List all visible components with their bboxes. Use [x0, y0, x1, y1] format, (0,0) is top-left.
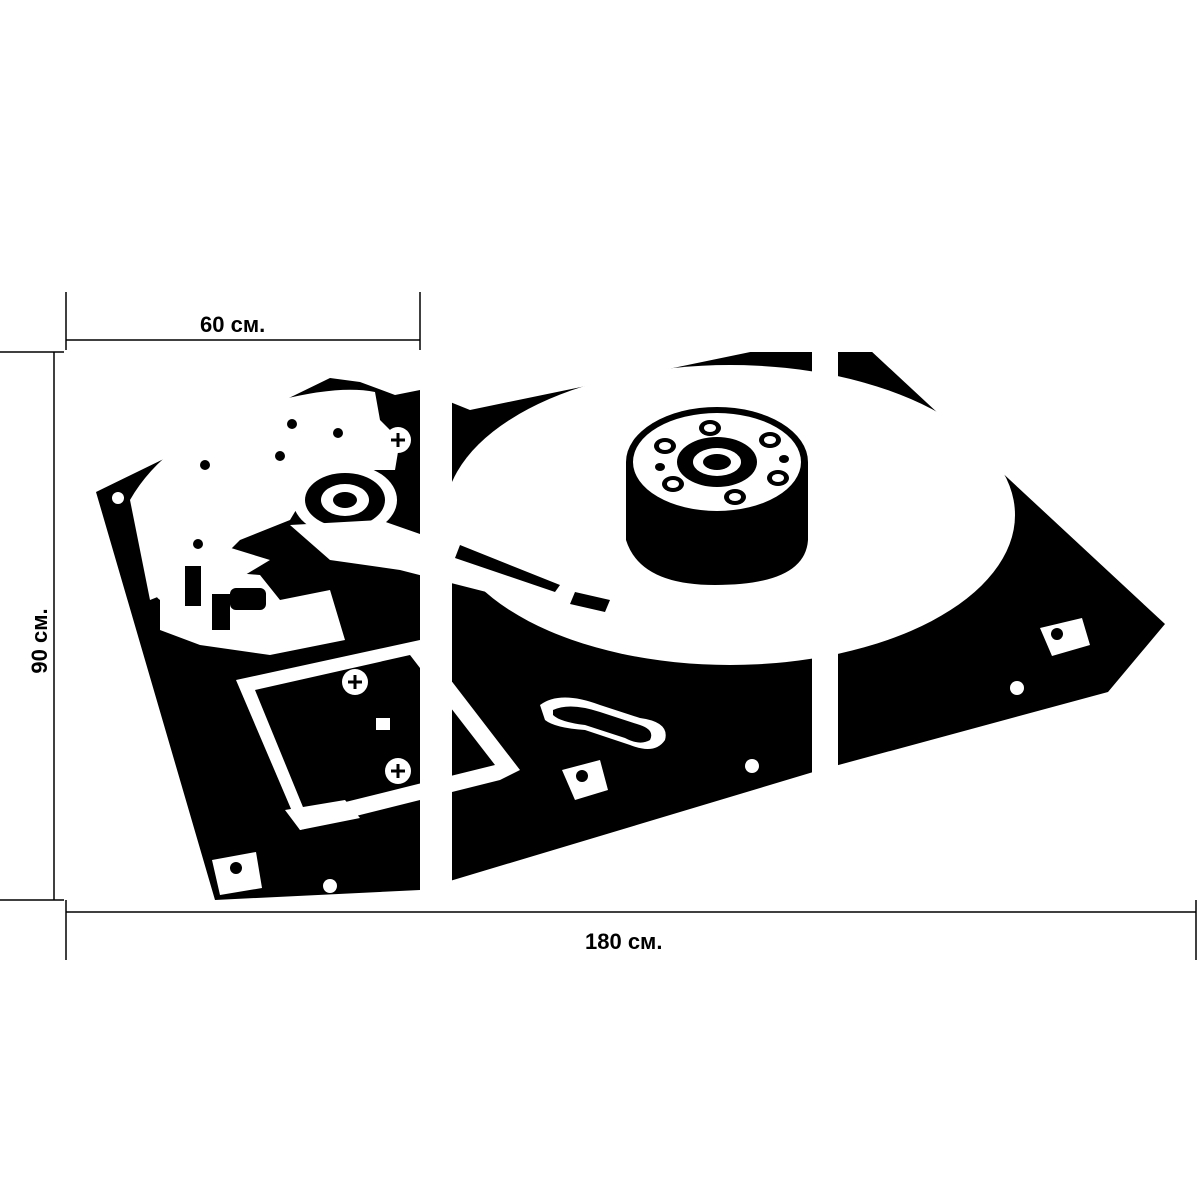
dimension-lines — [0, 292, 1197, 960]
height-label: 90 см. — [27, 608, 52, 674]
panel-width-label: 60 см. — [200, 312, 266, 337]
total-width-label: 180 см. — [585, 929, 663, 954]
